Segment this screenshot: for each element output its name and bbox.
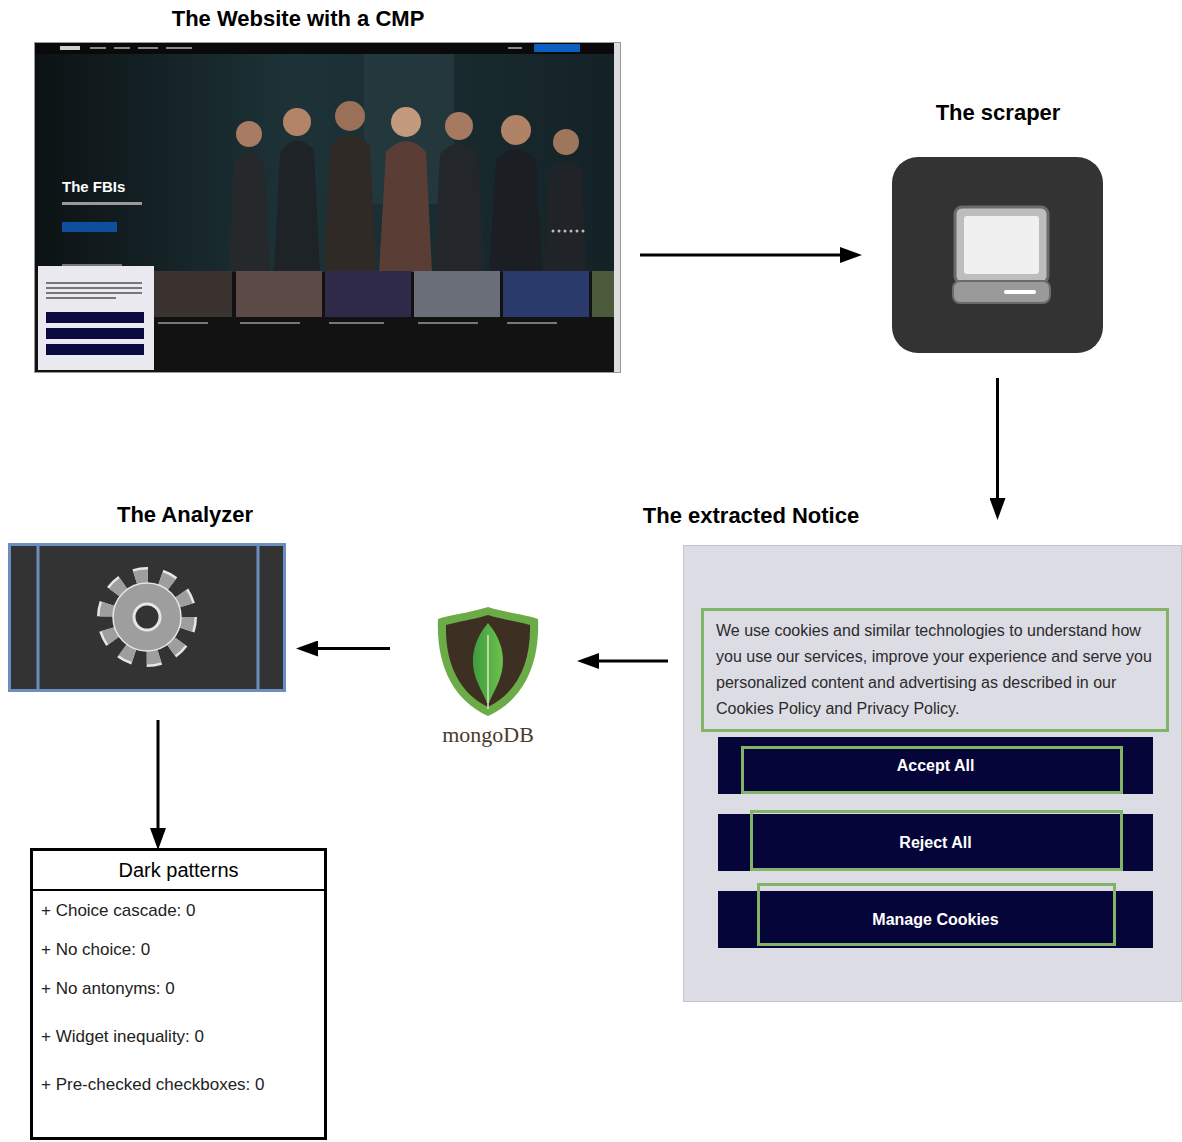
nav-button	[534, 44, 580, 52]
result-list-box: Dark patterns + Choice cascade: 0 + No cho…	[30, 848, 327, 1140]
show-title: The FBIs	[62, 178, 125, 195]
flow-arrow	[587, 660, 668, 663]
gear-hole	[134, 604, 160, 630]
leaf-vein	[487, 635, 489, 709]
node-heading: The extracted Notice	[643, 503, 859, 529]
shield-outer	[438, 607, 538, 716]
node-heading: The Website with a CMP	[172, 6, 425, 32]
thumbnail-row	[154, 271, 614, 324]
nav-item	[114, 47, 130, 49]
computer-base	[953, 281, 1050, 303]
scraper-icon	[892, 157, 1103, 353]
notice-text-box: We use cookies and similar technologies …	[701, 608, 1169, 732]
node-heading: The Analyzer	[117, 502, 253, 528]
analyzer-icon	[10, 545, 285, 691]
database-node: mongoDB	[437, 605, 540, 717]
notice-text: We use cookies and similar technologies …	[716, 618, 1154, 722]
nav-bar	[34, 42, 621, 54]
carousel-dots	[552, 230, 585, 233]
nav-logo	[60, 46, 80, 50]
consent-button: Reject All	[718, 814, 1153, 871]
monitor-screen	[964, 216, 1039, 274]
flow-arrow	[640, 254, 852, 257]
screenshot-ground	[34, 42, 621, 373]
nav-item	[90, 47, 106, 49]
drive-slot	[1004, 290, 1036, 294]
node-heading: The scraper	[936, 100, 1061, 126]
hero-button	[62, 222, 117, 232]
screenshot-frame	[35, 43, 621, 373]
button-label: Manage Cookies	[718, 911, 1153, 929]
nav-item	[138, 47, 158, 49]
list-item: + Widget inequality: 0	[41, 1027, 204, 1047]
nav-item	[166, 47, 192, 49]
consent-button: Manage Cookies	[718, 891, 1153, 948]
consent-button: Accept All	[718, 737, 1153, 794]
flow-arrow	[306, 647, 390, 650]
website-screenshot	[34, 42, 621, 373]
analyzer-node: The Analyzer	[8, 543, 286, 692]
button-label: Accept All	[718, 757, 1153, 775]
gear-teeth	[107, 577, 187, 657]
database-name: mongoDB	[442, 722, 534, 748]
flow-arrow	[996, 378, 999, 510]
notice-panel: The extracted NoticeWe use cookies and s…	[683, 545, 1182, 1002]
button-label: Reject All	[718, 834, 1153, 852]
list-item: + No choice: 0	[41, 940, 150, 960]
flow-arrow	[157, 720, 160, 840]
analyzer-box	[10, 545, 285, 691]
nav-item	[508, 47, 522, 49]
gear-teeth-outline	[107, 577, 187, 657]
monitor	[955, 207, 1048, 283]
website-screenshot-node: The Website with a CMPThe FBIs	[34, 42, 621, 373]
scrollbar	[614, 42, 621, 373]
cookie-popup	[38, 266, 154, 370]
people-figures	[229, 101, 586, 272]
mongodb-logo	[438, 607, 538, 716]
analyzer-divider	[37, 545, 40, 690]
hero-scene	[34, 54, 614, 272]
list-heading: Dark patterns	[33, 851, 324, 891]
list-item: + Choice cascade: 0	[41, 901, 196, 921]
analyzer-divider	[257, 545, 260, 690]
list-item: + No antonyms: 0	[41, 979, 175, 999]
hero-subtitle	[62, 202, 142, 205]
list-item: + Pre-checked checkboxes: 0	[41, 1075, 264, 1095]
gear-body	[113, 583, 181, 651]
scraper-node: The scraper	[892, 157, 1103, 353]
scraper-box	[892, 157, 1103, 353]
